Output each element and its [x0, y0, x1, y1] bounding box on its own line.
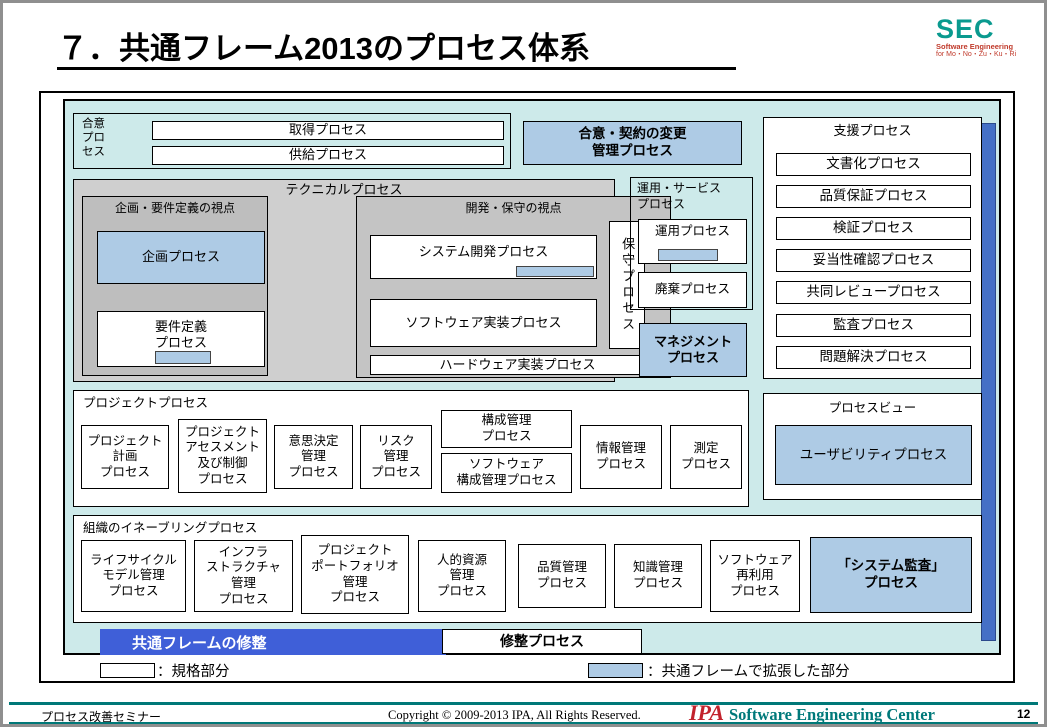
disposal-process-box: 廃棄プロセス — [638, 272, 747, 308]
support-process-box: 文書化プロセス — [776, 153, 971, 176]
support-process-box: 監査プロセス — [776, 314, 971, 337]
project-process-group: プロジェクトプロセス プロジェクト 計画 プロセス プロジェクト アセスメント … — [73, 390, 749, 507]
hardware-impl-process-box: ハードウェア実装プロセス — [370, 355, 665, 375]
project-group-label: プロジェクトプロセス — [83, 396, 209, 410]
support-process-box: 妥当性確認プロセス — [776, 249, 971, 272]
organization-group-label: 組織のイネーブリングプロセス — [83, 521, 258, 535]
project-process-box: 意思決定 管理 プロセス — [274, 425, 353, 489]
page-title: ７．共通フレーム2013のプロセス体系 — [57, 31, 591, 66]
organization-process-box: ソフトウェア 再利用 プロセス — [710, 540, 800, 612]
project-process-box: プロジェクト アセスメント 及び制御 プロセス — [178, 419, 267, 493]
footer-divider-top — [9, 702, 1038, 705]
organization-process-group: 組織のイネーブリングプロセス ライフサイクル モデル管理 プロセス インフラ ス… — [73, 515, 982, 623]
change-management-process-box: 合意・契約の変更 管理プロセス — [523, 121, 742, 165]
organization-process-box: 人的資源 管理 プロセス — [418, 540, 506, 612]
organization-process-box: 知識管理 プロセス — [614, 544, 702, 608]
planning-process-box: 企画プロセス — [97, 231, 265, 284]
usability-process-box: ユーザビリティプロセス — [775, 425, 972, 485]
requirements-process-label: 要件定義 プロセス — [154, 319, 207, 351]
planning-view-group: 企画・要件定義の視点 企画プロセス 要件定義 プロセス — [82, 196, 268, 376]
tailoring-process-box: 修整プロセス — [442, 629, 642, 654]
project-process-box: ソフトウェア 構成管理プロセス — [441, 453, 572, 493]
legend-extended-label: ：共通フレームで拡張した部分 — [647, 664, 850, 680]
project-process-box: 構成管理 プロセス — [441, 410, 572, 448]
technical-process-group: テクニカルプロセス 企画・要件定義の視点 企画プロセス 要件定義 プロセス 開発… — [73, 179, 671, 382]
organization-process-box: プロジェクト ポートフォリオ 管理 プロセス — [301, 535, 409, 614]
legend-standard-label: ：規格部分 — [157, 664, 230, 680]
extension-marker — [658, 249, 718, 261]
project-process-box: プロジェクト 計画 プロセス — [81, 425, 169, 489]
agreement-group-label: 合意 プロ セス — [82, 118, 105, 159]
operation-process-box: 運用プロセス — [638, 219, 747, 264]
operation-service-group: 運用・サービス プロセス 運用プロセス 廃棄プロセス — [630, 177, 753, 310]
sec-logo-text: SEC — [936, 14, 995, 44]
support-process-box: 品質保証プロセス — [776, 185, 971, 208]
footer-org-name: Software Engineering Center — [729, 705, 935, 724]
acquisition-process-box: 取得プロセス — [152, 121, 504, 140]
sec-logo-tagline: for Mo・No・Zu・Ku・Ri — [936, 51, 1017, 59]
support-process-box: 検証プロセス — [776, 217, 971, 240]
support-process-box: 問題解決プロセス — [776, 346, 971, 369]
dev-maintenance-view-group: 開発・保守の視点 システム開発プロセス ソフトウェア実装プロセス ハードウェア実… — [356, 196, 671, 378]
ipa-logo: IPA — [689, 700, 725, 725]
dev-maintenance-view-label: 開発・保守の視点 — [465, 201, 562, 215]
system-audit-process-box: 「システム監査」 プロセス — [810, 537, 972, 613]
diagram-frame: 合意 プロ セス 取得プロセス 供給プロセス 合意・契約の変更 管理プロセス テ… — [39, 91, 1015, 683]
operation-process-label: 運用プロセス — [654, 224, 730, 238]
extension-marker — [516, 266, 594, 277]
footer-seminar-label: プロセス改善セミナー — [41, 710, 162, 724]
organization-process-box: 品質管理 プロセス — [518, 544, 606, 608]
system-dev-process-box: システム開発プロセス — [370, 235, 597, 279]
title-underline — [57, 67, 736, 70]
planning-view-label: 企画・要件定義の視点 — [114, 201, 235, 215]
project-process-box: 情報管理 プロセス — [580, 425, 662, 489]
page-number: 12 — [1017, 707, 1031, 721]
support-process-group: 支援プロセス 文書化プロセス 品質保証プロセス 検証プロセス 妥当性確認プロセス… — [763, 117, 982, 379]
diagram-panel: 合意 プロ セス 取得プロセス 供給プロセス 合意・契約の変更 管理プロセス テ… — [63, 99, 1001, 655]
legend-standard-swatch — [100, 663, 155, 678]
requirements-process-box: 要件定義 プロセス — [97, 311, 265, 367]
tailoring-bar: 共通フレームの修整 — [100, 629, 446, 655]
sec-logo-subtitle: Software Engineering — [936, 42, 1014, 52]
organization-process-box: ライフサイクル モデル管理 プロセス — [81, 540, 186, 612]
agreement-process-group: 合意 プロ セス 取得プロセス 供給プロセス — [73, 113, 511, 169]
process-view-group: プロセスビュー ユーザビリティプロセス — [763, 393, 982, 500]
right-accent-bar — [981, 123, 996, 641]
system-dev-process-label: システム開発プロセス — [418, 244, 549, 259]
organization-process-box: インフラ ストラクチャ 管理 プロセス — [194, 540, 293, 612]
software-impl-process-box: ソフトウェア実装プロセス — [370, 299, 597, 347]
extension-marker — [155, 351, 211, 364]
technical-group-label: テクニカルプロセス — [285, 182, 403, 197]
sec-logo: SEC Software Engineering for Mo・No・Zu・Ku… — [936, 15, 1026, 59]
project-process-box: リスク 管理 プロセス — [360, 425, 432, 489]
legend-extended-swatch — [588, 663, 643, 678]
process-view-label: プロセスビュー — [828, 401, 917, 415]
support-process-box: 共同レビュープロセス — [776, 281, 971, 304]
support-group-label: 支援プロセス — [833, 123, 912, 138]
operation-service-label: 運用・サービス プロセス — [637, 181, 722, 211]
project-process-box: 測定 プロセス — [670, 425, 742, 489]
footer-copyright: Copyright © 2009-2013 IPA, All Rights Re… — [388, 708, 641, 722]
management-process-box: マネジメント プロセス — [639, 323, 747, 377]
footer-divider-bottom — [9, 722, 1038, 724]
supply-process-box: 供給プロセス — [152, 146, 504, 165]
